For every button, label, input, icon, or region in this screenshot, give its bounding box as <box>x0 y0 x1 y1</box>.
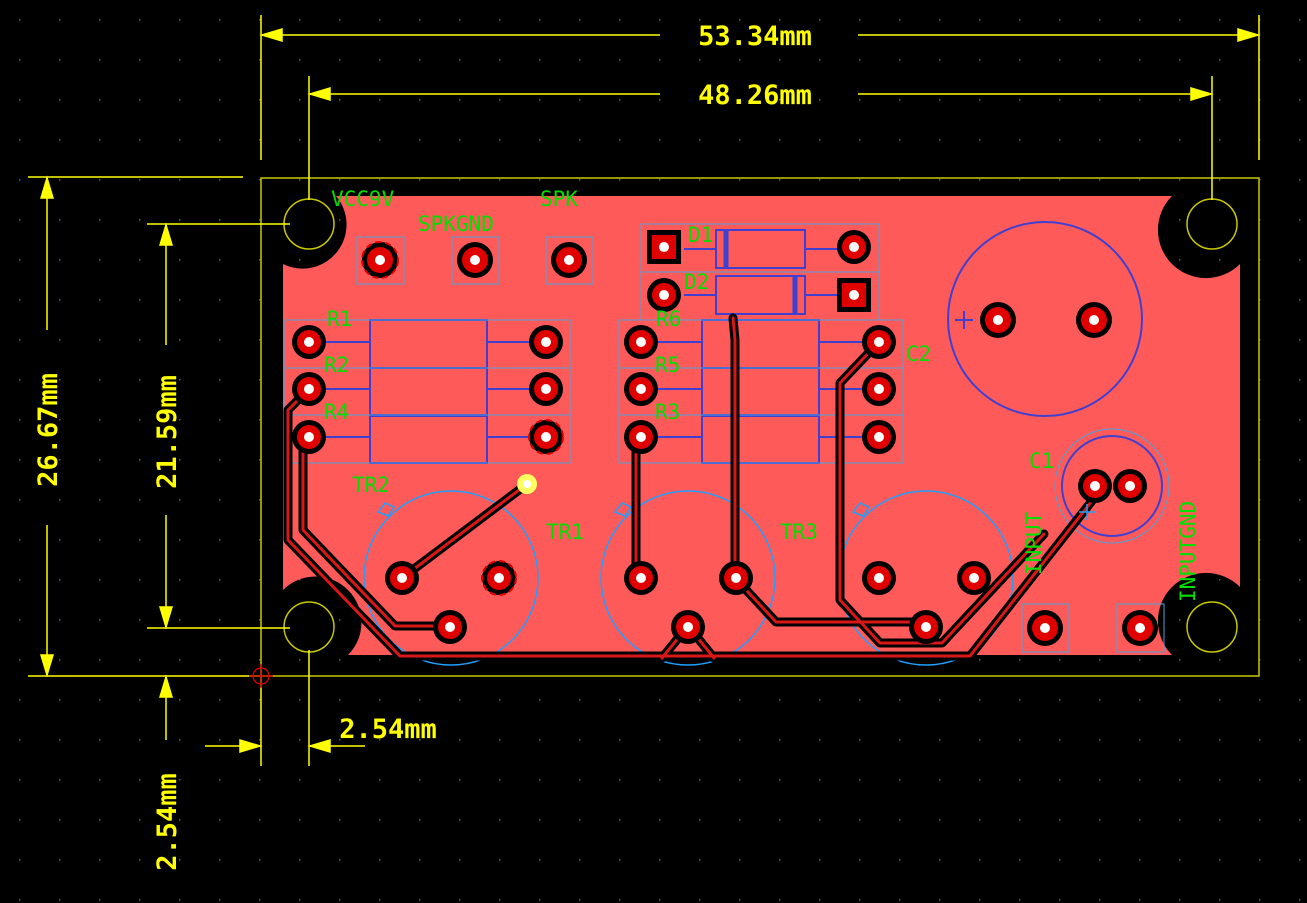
label-c2: C2 <box>906 342 931 366</box>
pad-inputgnd <box>1122 610 1158 646</box>
dimension-lines <box>28 15 1261 766</box>
pad-spk <box>551 242 587 278</box>
pad-r4-a <box>292 420 326 454</box>
pad-d1-b <box>837 230 871 264</box>
dim-hole-spacing-y: 21.59mm <box>152 375 183 489</box>
label-tr1: TR1 <box>546 520 584 544</box>
label-r1: R1 <box>327 307 352 331</box>
label-r3: R3 <box>655 400 680 424</box>
transistor-tr1-body <box>600 490 776 666</box>
pad-d2-a <box>647 278 681 312</box>
pad-d2-b <box>837 278 871 312</box>
dim-offset-x: 2.54mm <box>339 714 437 745</box>
pad-tr3-2 <box>909 610 943 644</box>
label-r2: R2 <box>324 353 349 377</box>
pad-r3-b <box>862 420 896 454</box>
pad-c1-neg <box>1113 469 1147 503</box>
label-d2: D2 <box>684 270 709 294</box>
label-r6: R6 <box>656 307 681 331</box>
pad-r5-a <box>624 372 658 406</box>
pad-r2-b <box>529 372 563 406</box>
pad-r1-b <box>529 325 563 359</box>
label-input: INPUT <box>1022 511 1046 575</box>
pad-r5-b <box>862 372 896 406</box>
pad-c1-pos <box>1078 469 1112 503</box>
copper-pour <box>283 196 1240 655</box>
dim-overall-height: 26.67mm <box>33 373 64 487</box>
pad-d1-a <box>647 230 681 264</box>
dim-hole-spacing-x: 48.26mm <box>698 80 812 111</box>
label-inputgnd: INPUTGND <box>1176 501 1200 602</box>
pad-vcc9v <box>361 241 399 279</box>
pad-c2-neg <box>1076 302 1112 338</box>
mounting-holes <box>283 198 1238 653</box>
pad-r1-a <box>292 325 326 359</box>
pad-tr2-2 <box>433 610 467 644</box>
capacitor-c1-body <box>1061 435 1163 537</box>
label-r5: R5 <box>655 353 680 377</box>
pad-tr1-2 <box>671 610 705 644</box>
pad-c2-pos <box>980 302 1016 338</box>
pad-tr1-3 <box>719 561 753 595</box>
mounting-hole <box>283 198 335 250</box>
label-r4: R4 <box>324 400 349 424</box>
pad-tr2-3 <box>481 560 517 596</box>
pads <box>292 230 1158 646</box>
pad-input <box>1027 610 1063 646</box>
origin-marker <box>249 664 273 688</box>
board-outline <box>260 177 1260 677</box>
pad-r3-a <box>624 420 658 454</box>
label-d1: D1 <box>688 223 713 247</box>
pad-r6-b <box>862 325 896 359</box>
label-spkgnd: SPKGND <box>418 212 494 236</box>
dim-offset-y: 2.54mm <box>152 773 183 871</box>
pad-tr3-1 <box>862 561 896 595</box>
transistor-tr2-body <box>363 490 539 666</box>
capacitor-c2-body <box>947 221 1143 417</box>
mounting-hole <box>1186 601 1238 653</box>
pad-spkgnd <box>457 242 493 278</box>
c1-polarity-mark <box>1079 504 1095 520</box>
mounting-hole <box>1186 198 1238 250</box>
pad-tr3-3 <box>957 561 991 595</box>
pad-r6-a <box>624 325 658 359</box>
mounting-hole <box>283 601 335 653</box>
via <box>517 474 537 494</box>
label-tr2: TR2 <box>352 473 390 497</box>
dim-overall-width: 53.34mm <box>698 21 812 52</box>
pad-tr2-1 <box>385 561 419 595</box>
label-tr3: TR3 <box>780 520 818 544</box>
label-c1: C1 <box>1029 449 1054 473</box>
pad-tr1-1 <box>624 561 658 595</box>
pad-r4-b <box>528 419 564 455</box>
pad-frames <box>284 223 1170 653</box>
label-vcc9v: VCC9V <box>331 187 395 211</box>
pad-r2-a <box>292 372 326 406</box>
label-spk: SPK <box>540 187 578 211</box>
